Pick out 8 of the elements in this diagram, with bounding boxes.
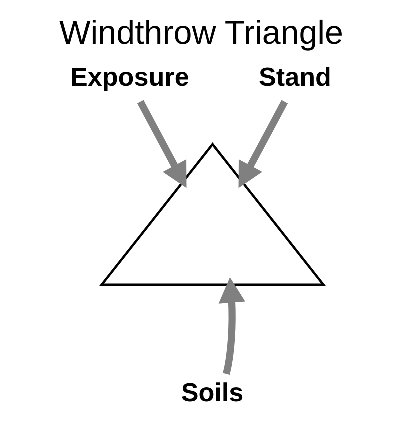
node-text: Stand — [258, 62, 331, 92]
node-triangle — [98, 142, 326, 286]
arrow — [238, 100, 288, 188]
node-text: Exposure — [70, 62, 189, 92]
arrow — [218, 277, 245, 375]
diagram-title: Windthrow Triangle — [58, 15, 344, 52]
arrow — [136, 100, 186, 188]
node-text: Soils — [180, 377, 244, 408]
